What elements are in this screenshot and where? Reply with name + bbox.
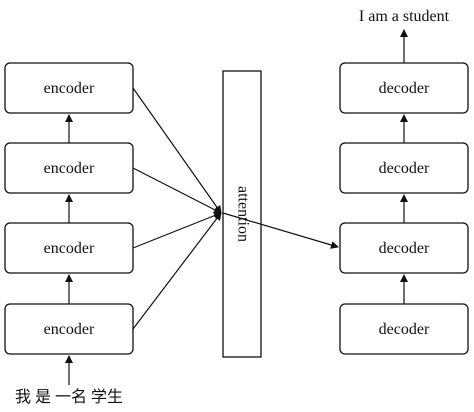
encoder-label: encoder (44, 160, 95, 177)
output-text: I am a student (359, 8, 450, 25)
encoder-box-4: encoder (4, 303, 134, 355)
encoder-3-to-attention-arrow (132, 211, 222, 249)
decoder-label: decoder (379, 160, 430, 177)
encoder-label: encoder (44, 80, 95, 97)
decoder-label: decoder (379, 321, 430, 338)
encoder-1-to-attention-arrow (132, 87, 222, 214)
attention-box: attention (222, 70, 262, 358)
decoder-label: decoder (379, 80, 430, 97)
encoder-label: encoder (44, 321, 95, 338)
encoder-2-to-attention-arrow (132, 167, 222, 214)
attention-to-decoder-arrow (222, 212, 339, 249)
decoder-box-2: decoder (339, 142, 469, 194)
attention-label: attention (234, 186, 251, 242)
decoder-box-4: decoder (339, 303, 469, 355)
encoder-4-to-attention-arrow (132, 212, 222, 330)
encoder-box-3: encoder (4, 222, 134, 274)
decoder-box-1: decoder (339, 62, 469, 114)
input-text: 我 是 一名 学生 (15, 388, 123, 406)
encoder-box-1: encoder (4, 62, 134, 114)
decoder-label: decoder (379, 240, 430, 257)
encoder-label: encoder (44, 240, 95, 257)
decoder-box-3: decoder (339, 222, 469, 274)
encoder-box-2: encoder (4, 142, 134, 194)
